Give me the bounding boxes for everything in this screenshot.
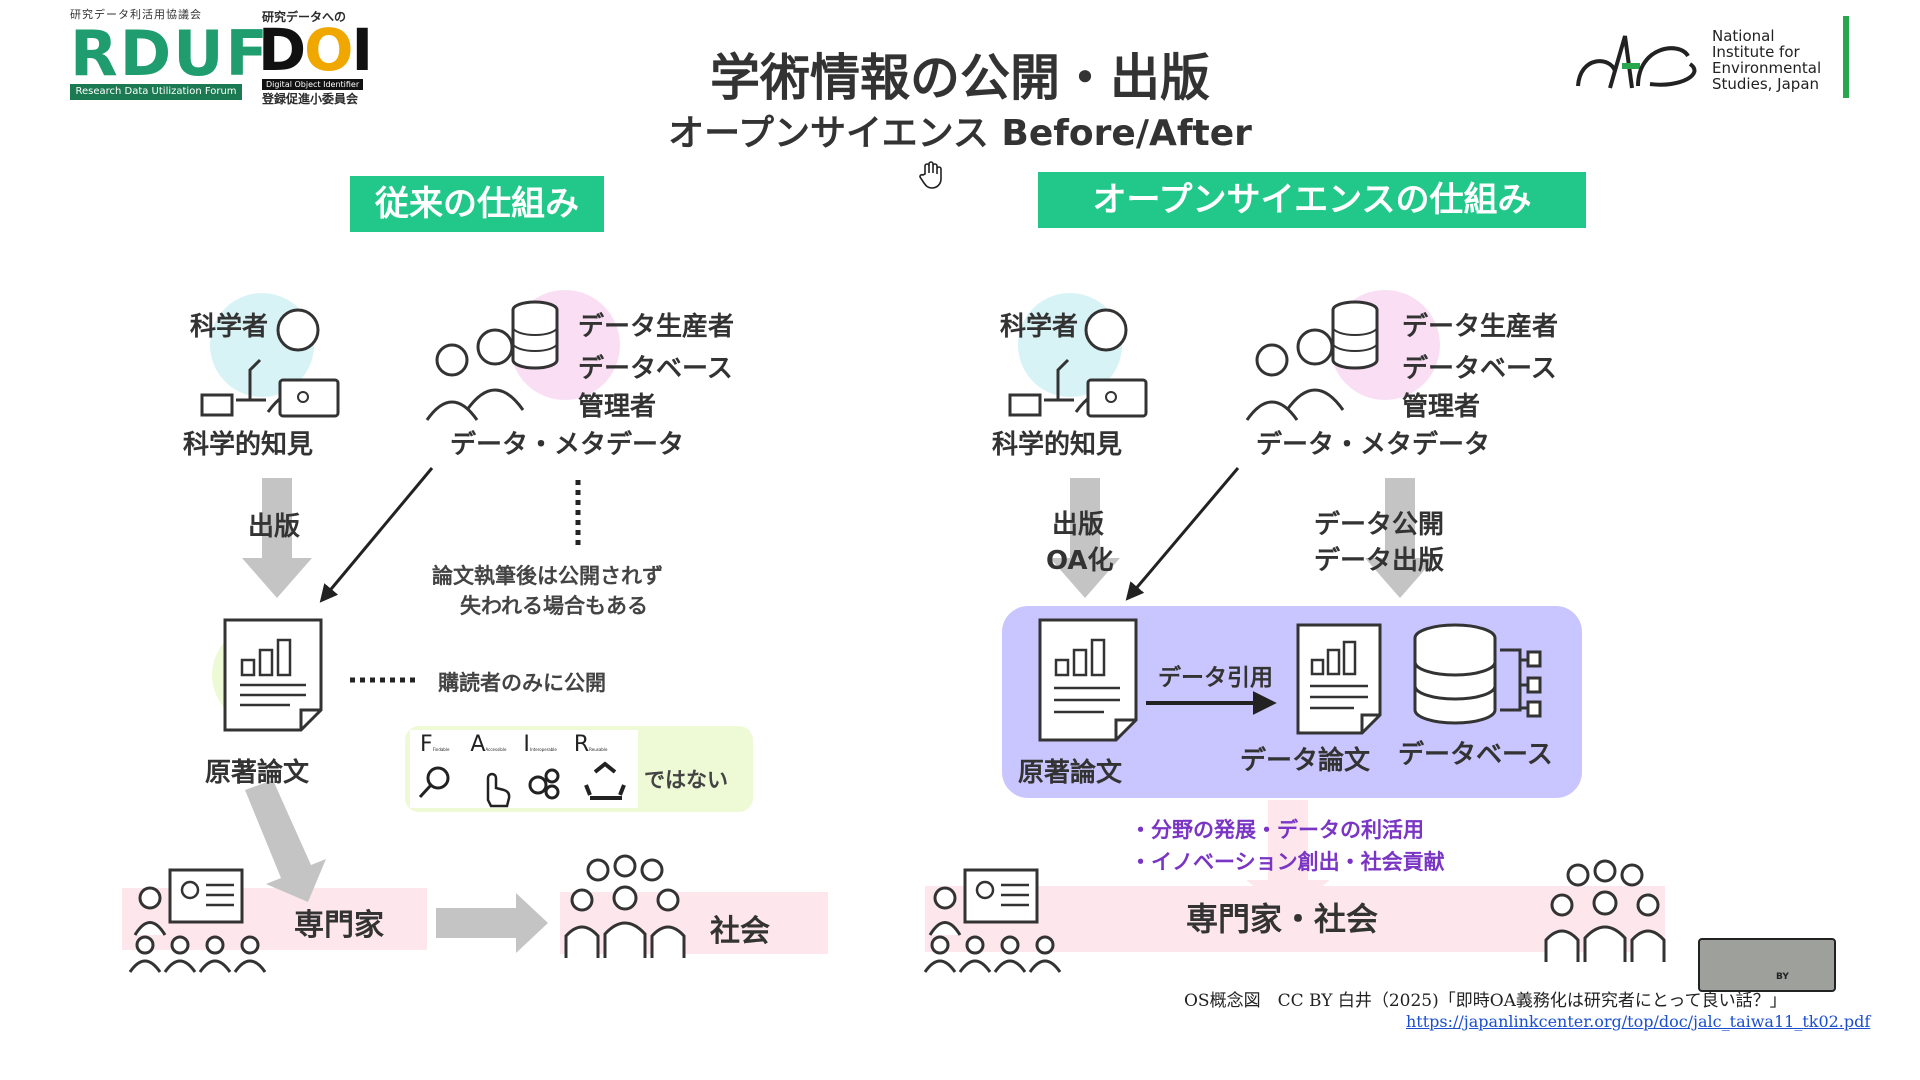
left-lost-label-2: 失われる場合もある: [460, 594, 648, 618]
section-label-traditional: 従来の仕組み: [350, 176, 604, 232]
right-scientist-icon: [1008, 293, 1148, 418]
left-publish-label: 出版: [248, 512, 301, 542]
nies-line-2: Institute for: [1712, 43, 1800, 61]
right-data-people-icon: [1245, 290, 1440, 421]
data-paper-label: データ論文: [1240, 746, 1371, 776]
left-data-people-icon: [425, 290, 620, 421]
fair-f-word: Findable: [432, 747, 450, 752]
cc-by-text: BY: [1776, 972, 1789, 982]
database-icon: [1413, 623, 1542, 725]
doi-logo: DOI: [258, 20, 373, 80]
cc-by-badge: BY: [1698, 938, 1836, 992]
nies-line-4: Studies, Japan: [1712, 75, 1820, 93]
left-knowledge-label: 科学的知見: [183, 430, 314, 460]
nies-logo-icon: [1576, 35, 1697, 89]
left-society-icon: [564, 854, 686, 958]
rduf-logo: RDUF: [70, 17, 270, 90]
doi-letter-o: O: [304, 16, 353, 84]
fair-r: R: [573, 732, 590, 757]
nies-line-3: Environmental: [1712, 59, 1822, 77]
doi-subtitle: Digital Object Identifier: [262, 79, 364, 90]
right-metadata-label: データ・メタデータ: [1256, 430, 1491, 460]
left-scientist-icon: [200, 293, 340, 418]
left-scientist-label: 科学者: [190, 312, 269, 342]
right-paper-label: 原著論文: [1018, 758, 1123, 788]
right-experts-icon: [923, 868, 1062, 973]
fair-icons: [410, 730, 638, 808]
right-publish-arrow: [1050, 478, 1120, 598]
left-lost-label-1: 論文執筆後は公開されず: [432, 564, 663, 588]
left-experts-arrow: [245, 780, 326, 902]
fair-a: A: [470, 732, 486, 757]
experts-society-arrow: [436, 893, 548, 953]
benefit-arrow: [1246, 800, 1330, 914]
doi-letter-d: D: [258, 16, 306, 84]
page-subtitle: オープンサイエンス Before/After: [668, 113, 1252, 154]
right-paper-icon: [1038, 618, 1138, 742]
right-publish-label-2: OA化: [1046, 546, 1114, 576]
right-data-arrow: [1125, 467, 1240, 601]
hand-cursor-icon: [919, 161, 942, 189]
fair-r-word: Reusable: [589, 747, 608, 752]
fair-a-word: Accessible: [485, 747, 507, 752]
fair-letters: FFindable AAccessible IInteroperable RRe…: [420, 732, 607, 757]
right-society-icon: [1544, 859, 1666, 962]
nies-name: National Institute for Environmental Stu…: [1712, 28, 1821, 92]
left-experts-icon: [128, 868, 267, 973]
right-producer-label-2: データベース: [1402, 354, 1557, 384]
database-label: データベース: [1398, 740, 1553, 770]
not-fair-label: ではない: [644, 768, 728, 792]
benefit-label-2: ・イノベーション創出・社会貢献: [1130, 850, 1445, 874]
right-data-pub-label-2: データ出版: [1314, 546, 1445, 576]
left-producer-label-3: 管理者: [578, 392, 657, 422]
society-label: 社会: [710, 914, 770, 949]
doi-letter-i: I: [351, 16, 373, 84]
experts-label: 専門家: [294, 908, 384, 943]
left-producer-label-2: データベース: [578, 354, 733, 384]
right-data-pub-label-1: データ公開: [1314, 510, 1445, 540]
data-paper-icon: [1296, 623, 1382, 735]
nies-green-bar: [1843, 16, 1849, 98]
right-data-pub-arrow: [1365, 478, 1435, 598]
left-paper-icon: [212, 618, 323, 732]
doi-caption: 研究データへの: [262, 10, 347, 24]
rduf-caption: 研究データ利活用協議会: [70, 8, 202, 21]
credit-text: OS概念図 CC BY 白井（2025)「即時OA義務化は研究者にとって良い話？…: [1184, 991, 1787, 1011]
fair-i: I: [523, 732, 530, 757]
left-publish-arrow: [242, 478, 312, 598]
right-scientist-label: 科学者: [1000, 312, 1079, 342]
credit-link[interactable]: https://japanlinkcenter.org/top/doc/jalc…: [1406, 1012, 1871, 1031]
page-title: 学術情報の公開・出版: [710, 49, 1210, 107]
citation-label: データ引用: [1158, 665, 1273, 691]
left-producer-label-1: データ生産者: [578, 312, 735, 342]
right-producer-label-1: データ生産者: [1402, 312, 1559, 342]
fair-i-word: Interoperable: [529, 747, 557, 752]
expert-society-label: 専門家・社会: [1186, 900, 1379, 938]
left-metadata-label: データ・メタデータ: [450, 430, 685, 460]
right-producer-label-3: 管理者: [1402, 392, 1481, 422]
subscribers-label: 購読者のみに公開: [438, 671, 606, 695]
doi-committee: 登録促進小委員会: [262, 92, 359, 106]
right-knowledge-label: 科学的知見: [992, 430, 1123, 460]
benefit-label-1: ・分野の発展・データの利活用: [1130, 818, 1424, 842]
right-publish-label-1: 出版: [1052, 510, 1105, 540]
nies-line-1: National: [1712, 27, 1775, 45]
section-label-open-science: オープンサイエンスの仕組み: [1038, 172, 1586, 228]
left-paper-label: 原著論文: [205, 758, 310, 788]
left-data-arrow: [319, 467, 434, 603]
rduf-subtitle: Research Data Utilization Forum: [70, 84, 242, 100]
fair-f: F: [420, 732, 433, 757]
